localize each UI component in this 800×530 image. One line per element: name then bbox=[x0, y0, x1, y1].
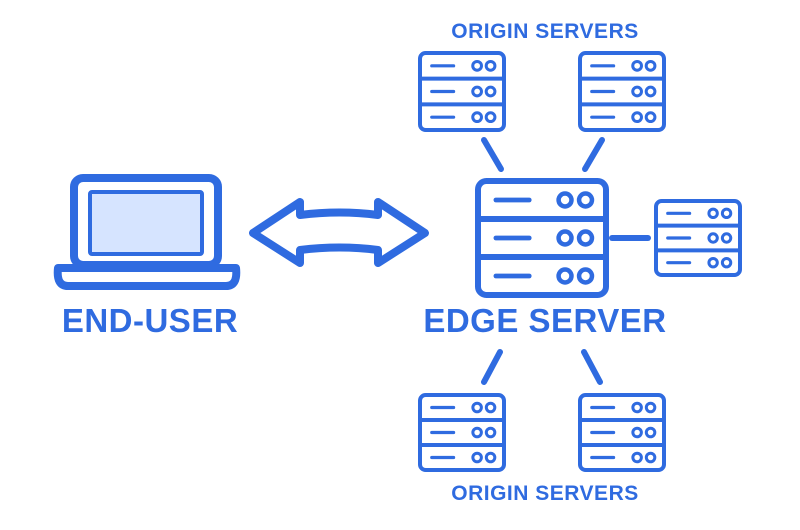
connector-bottom-right bbox=[581, 349, 603, 385]
server-led bbox=[631, 451, 643, 464]
server-led bbox=[556, 191, 574, 209]
server-led bbox=[644, 111, 657, 124]
edge-server-label: EDGE SERVER bbox=[423, 302, 667, 339]
edge-server-icon bbox=[475, 178, 609, 298]
server-led bbox=[471, 85, 483, 98]
server-led bbox=[484, 426, 497, 439]
server-led bbox=[707, 256, 719, 269]
connector-lines bbox=[481, 137, 651, 385]
origin-server-bottom-right-icon bbox=[578, 393, 666, 472]
server-led bbox=[707, 207, 719, 220]
end-user-label: END-USER bbox=[61, 302, 239, 339]
server-led bbox=[720, 207, 733, 220]
connector-top-left bbox=[481, 137, 504, 172]
server-group bbox=[418, 51, 742, 472]
server-led bbox=[556, 267, 574, 285]
origin-server-top-left-icon bbox=[418, 51, 506, 132]
laptop-screen bbox=[88, 190, 204, 256]
origin-servers-bottom-label: ORIGIN SERVERS bbox=[451, 482, 639, 505]
server-led bbox=[631, 59, 643, 72]
server-led bbox=[484, 85, 497, 98]
server-led bbox=[471, 451, 483, 464]
server-led bbox=[576, 229, 595, 247]
server-frame bbox=[418, 393, 506, 472]
server-led bbox=[471, 426, 483, 439]
server-led bbox=[631, 401, 643, 414]
server-led bbox=[644, 401, 657, 414]
server-led bbox=[707, 232, 719, 244]
server-led bbox=[644, 451, 657, 464]
laptop-icon bbox=[53, 174, 241, 290]
server-led bbox=[576, 267, 595, 285]
connector-top-right bbox=[582, 137, 605, 172]
server-led bbox=[631, 85, 643, 98]
origin-server-bottom-left-icon bbox=[418, 393, 506, 472]
server-frame bbox=[578, 393, 666, 472]
server-led bbox=[720, 256, 733, 269]
server-led bbox=[556, 229, 574, 247]
server-frame bbox=[475, 178, 609, 298]
laptop-base bbox=[53, 264, 241, 290]
server-frame bbox=[418, 51, 506, 132]
server-led bbox=[576, 191, 595, 209]
server-led bbox=[720, 232, 733, 244]
server-led bbox=[644, 59, 657, 72]
server-led bbox=[631, 426, 643, 439]
server-led bbox=[484, 59, 497, 72]
server-led bbox=[471, 59, 483, 72]
origin-server-right-icon bbox=[654, 199, 742, 277]
server-led bbox=[631, 111, 643, 124]
server-led bbox=[484, 401, 497, 414]
server-led bbox=[644, 426, 657, 439]
server-frame bbox=[578, 51, 666, 132]
server-led bbox=[471, 401, 483, 414]
server-led bbox=[484, 451, 497, 464]
server-frame bbox=[654, 199, 742, 277]
connector-bottom-left bbox=[481, 349, 503, 385]
server-led bbox=[484, 111, 497, 124]
double-arrow-icon bbox=[249, 198, 429, 267]
origin-server-top-right-icon bbox=[578, 51, 666, 132]
server-led bbox=[644, 85, 657, 98]
origin-servers-top-label: ORIGIN SERVERS bbox=[451, 20, 639, 43]
server-led bbox=[471, 111, 483, 124]
